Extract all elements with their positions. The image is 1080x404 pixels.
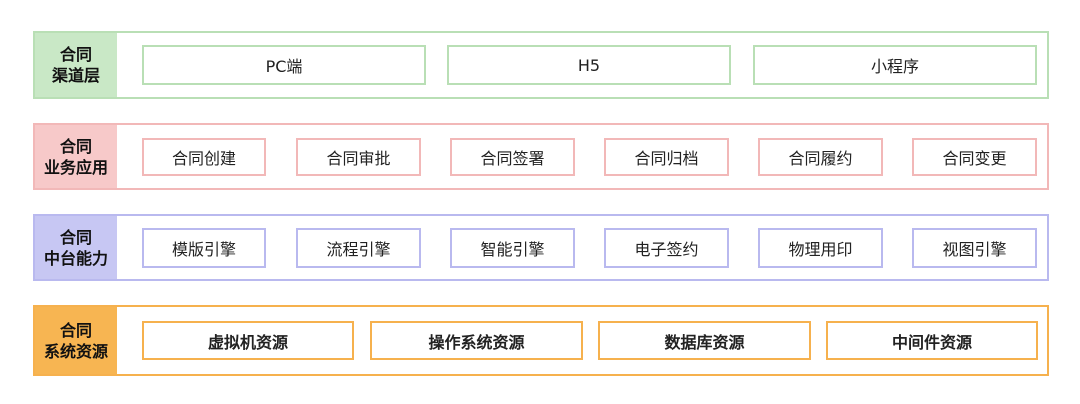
layer-items: 模版引擎 流程引擎 智能引擎 电子签约 物理用印 视图引擎: [117, 216, 1047, 279]
layer-business: 合同 业务应用 合同创建 合同审批 合同签署 合同归档 合同履约 合同变更: [33, 123, 1049, 190]
business-item: 合同签署: [450, 138, 575, 176]
capability-item: 视图引擎: [912, 228, 1037, 268]
channel-item-pc: PC端: [142, 45, 426, 85]
capability-item: 模版引擎: [142, 228, 266, 268]
layer-label-line1: 合同: [59, 227, 92, 247]
business-item: 合同履约: [758, 138, 883, 176]
layer-label-line2: 渠道层: [51, 66, 100, 85]
channel-item-h5: H5: [447, 45, 731, 85]
resource-item: 数据库资源: [598, 321, 811, 360]
layer-resources: 合同 系统资源 虚拟机资源 操作系统资源 数据库资源 中间件资源: [33, 305, 1049, 376]
layer-items: PC端 H5 小程序: [117, 33, 1047, 97]
layer-label: 合同 渠道层: [35, 33, 117, 97]
capability-item: 智能引擎: [450, 228, 575, 268]
capability-item: 物理用印: [758, 228, 883, 268]
resource-item: 中间件资源: [826, 321, 1038, 360]
capability-item: 电子签约: [604, 228, 729, 268]
capability-item: 流程引擎: [296, 228, 421, 268]
layer-label-line1: 合同: [59, 320, 92, 340]
layer-label-line2: 业务应用: [43, 157, 108, 177]
layer-label-line2: 系统资源: [43, 341, 108, 361]
layer-label: 合同 中台能力: [35, 216, 117, 279]
layer-items: 合同创建 合同审批 合同签署 合同归档 合同履约 合同变更: [117, 125, 1047, 188]
business-item: 合同审批: [296, 138, 421, 176]
layer-label: 合同 业务应用: [35, 125, 117, 188]
business-item: 合同归档: [604, 138, 729, 176]
business-item: 合同变更: [912, 138, 1037, 176]
layer-label-line1: 合同: [59, 45, 92, 64]
layer-channel: 合同 渠道层 PC端 H5 小程序: [33, 31, 1049, 99]
layer-label-line1: 合同: [59, 136, 92, 156]
channel-item-miniprogram: 小程序: [753, 45, 1037, 85]
layer-label: 合同 系统资源: [35, 307, 117, 374]
layer-items: 虚拟机资源 操作系统资源 数据库资源 中间件资源: [117, 307, 1047, 374]
resource-item: 虚拟机资源: [142, 321, 354, 360]
layer-capability: 合同 中台能力 模版引擎 流程引擎 智能引擎 电子签约 物理用印 视图引擎: [33, 214, 1049, 281]
layer-label-line2: 中台能力: [43, 248, 108, 268]
business-item: 合同创建: [142, 138, 266, 176]
resource-item: 操作系统资源: [370, 321, 583, 360]
